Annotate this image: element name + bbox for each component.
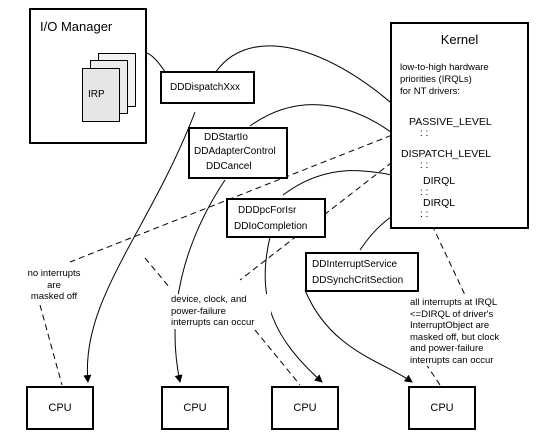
- note-dirql-line-5: and power-failure: [410, 343, 484, 354]
- arrow-dpc-to-cpu3: [264, 236, 323, 383]
- note-dirql-interrupts: all interrupts at IRQL <=DIRQL of driver…: [410, 297, 532, 366]
- dash-note-to-cpu3: [254, 329, 301, 386]
- cpu-label-1: CPU: [48, 402, 72, 414]
- dash-note-to-cpu2a: [144, 257, 171, 289]
- note-dirql-line-1: all interrupts at IRQL: [410, 297, 498, 308]
- kernel-box: Kernel low-to-high hardware priorities (…: [390, 22, 529, 229]
- cancel-label: DDCancel: [206, 161, 252, 172]
- adapter-control-label: DDAdapterControl: [194, 146, 276, 157]
- dispatch-routine-label: DDDispatchXxx: [170, 82, 241, 93]
- isr-routines-box: DDInterruptService DDSynchCritSection: [305, 252, 419, 292]
- dash-dirql-to-note: [431, 224, 466, 296]
- dpc-for-isr-label: DDDpcForIsr: [238, 205, 297, 216]
- interrupt-service-label: DDInterruptService: [312, 259, 398, 270]
- irql-dots-3: : :: [420, 187, 429, 198]
- note-dispatch-interrupts: device, clock, and power-failure interru…: [171, 294, 271, 329]
- cpu-box-2: CPU: [161, 386, 229, 430]
- cpu-box-1: CPU: [26, 386, 94, 430]
- irql-dirql-1: DIRQL: [423, 175, 456, 187]
- kernel-description-3: for NT drivers:: [400, 86, 461, 97]
- startio-routines-box: DDStartIo DDAdapterControl DDCancel: [188, 127, 288, 179]
- io-manager-title: I/O Manager: [40, 19, 113, 34]
- kernel-description-1: low-to-high hardware: [400, 62, 489, 73]
- irql-dispatch-level: DISPATCH_LEVEL: [401, 148, 492, 160]
- dash-note-to-cpu4: [419, 354, 441, 386]
- kernel-description-2: priorities (IRQLs): [400, 74, 472, 85]
- note-dirql-line-4: masked off, but clock: [410, 331, 500, 343]
- io-completion-label: DDIoCompletion: [234, 221, 308, 232]
- note-passive-line-1: no interrupts: [27, 268, 81, 279]
- irql-dots-2: : :: [420, 160, 429, 171]
- arrow-dispatch-to-kernel: [209, 45, 416, 126]
- note-dirql-line-3: InterruptObject are: [410, 320, 490, 331]
- note-passive-line-3: masked off: [30, 291, 78, 302]
- irql-dots-4: : :: [420, 209, 429, 220]
- note-dispatch-line-1: device, clock, and: [171, 294, 247, 305]
- irql-passive-level: PASSIVE_LEVEL: [409, 116, 492, 128]
- dispatch-routine-box: DDDispatchXxx: [160, 71, 255, 104]
- cpu-box-4: CPU: [408, 386, 476, 430]
- dpc-routines-box: DDDpcForIsr DDIoCompletion: [226, 198, 326, 238]
- note-dirql-line-6: interrupts can occur: [410, 354, 494, 366]
- irql-dirql-2: DIRQL: [423, 197, 456, 209]
- arrow-dispatch-to-cpu1: [83, 111, 196, 383]
- arrow-startio-to-cpu2: [174, 179, 226, 383]
- cpu-box-3: CPU: [271, 386, 339, 430]
- kernel-title: Kernel: [440, 32, 479, 47]
- irp-label: IRP: [88, 89, 105, 100]
- cpu-label-2: CPU: [183, 402, 207, 414]
- dash-passive-to-note: [69, 127, 411, 263]
- note-passive-no-interrupts: no interrupts are masked off: [14, 268, 94, 303]
- startio-label: DDStartIo: [204, 132, 248, 143]
- dash-note-to-cpu1: [39, 304, 63, 386]
- irql-dots-1: : :: [420, 128, 429, 139]
- note-dispatch-line-3: interrupts can occur: [171, 317, 255, 328]
- arrow-isr-to-cpu4: [304, 289, 413, 383]
- note-dispatch-line-2: power-failure: [171, 305, 226, 317]
- note-passive-line-2: are: [47, 279, 61, 291]
- note-dirql-line-2: <=DIRQL of driver's: [410, 308, 494, 320]
- cpu-label-4: CPU: [430, 402, 454, 414]
- synch-crit-section-label: DDSynchCritSection: [312, 275, 404, 286]
- irp-page-front: IRP: [82, 68, 120, 122]
- cpu-label-3: CPU: [293, 402, 317, 414]
